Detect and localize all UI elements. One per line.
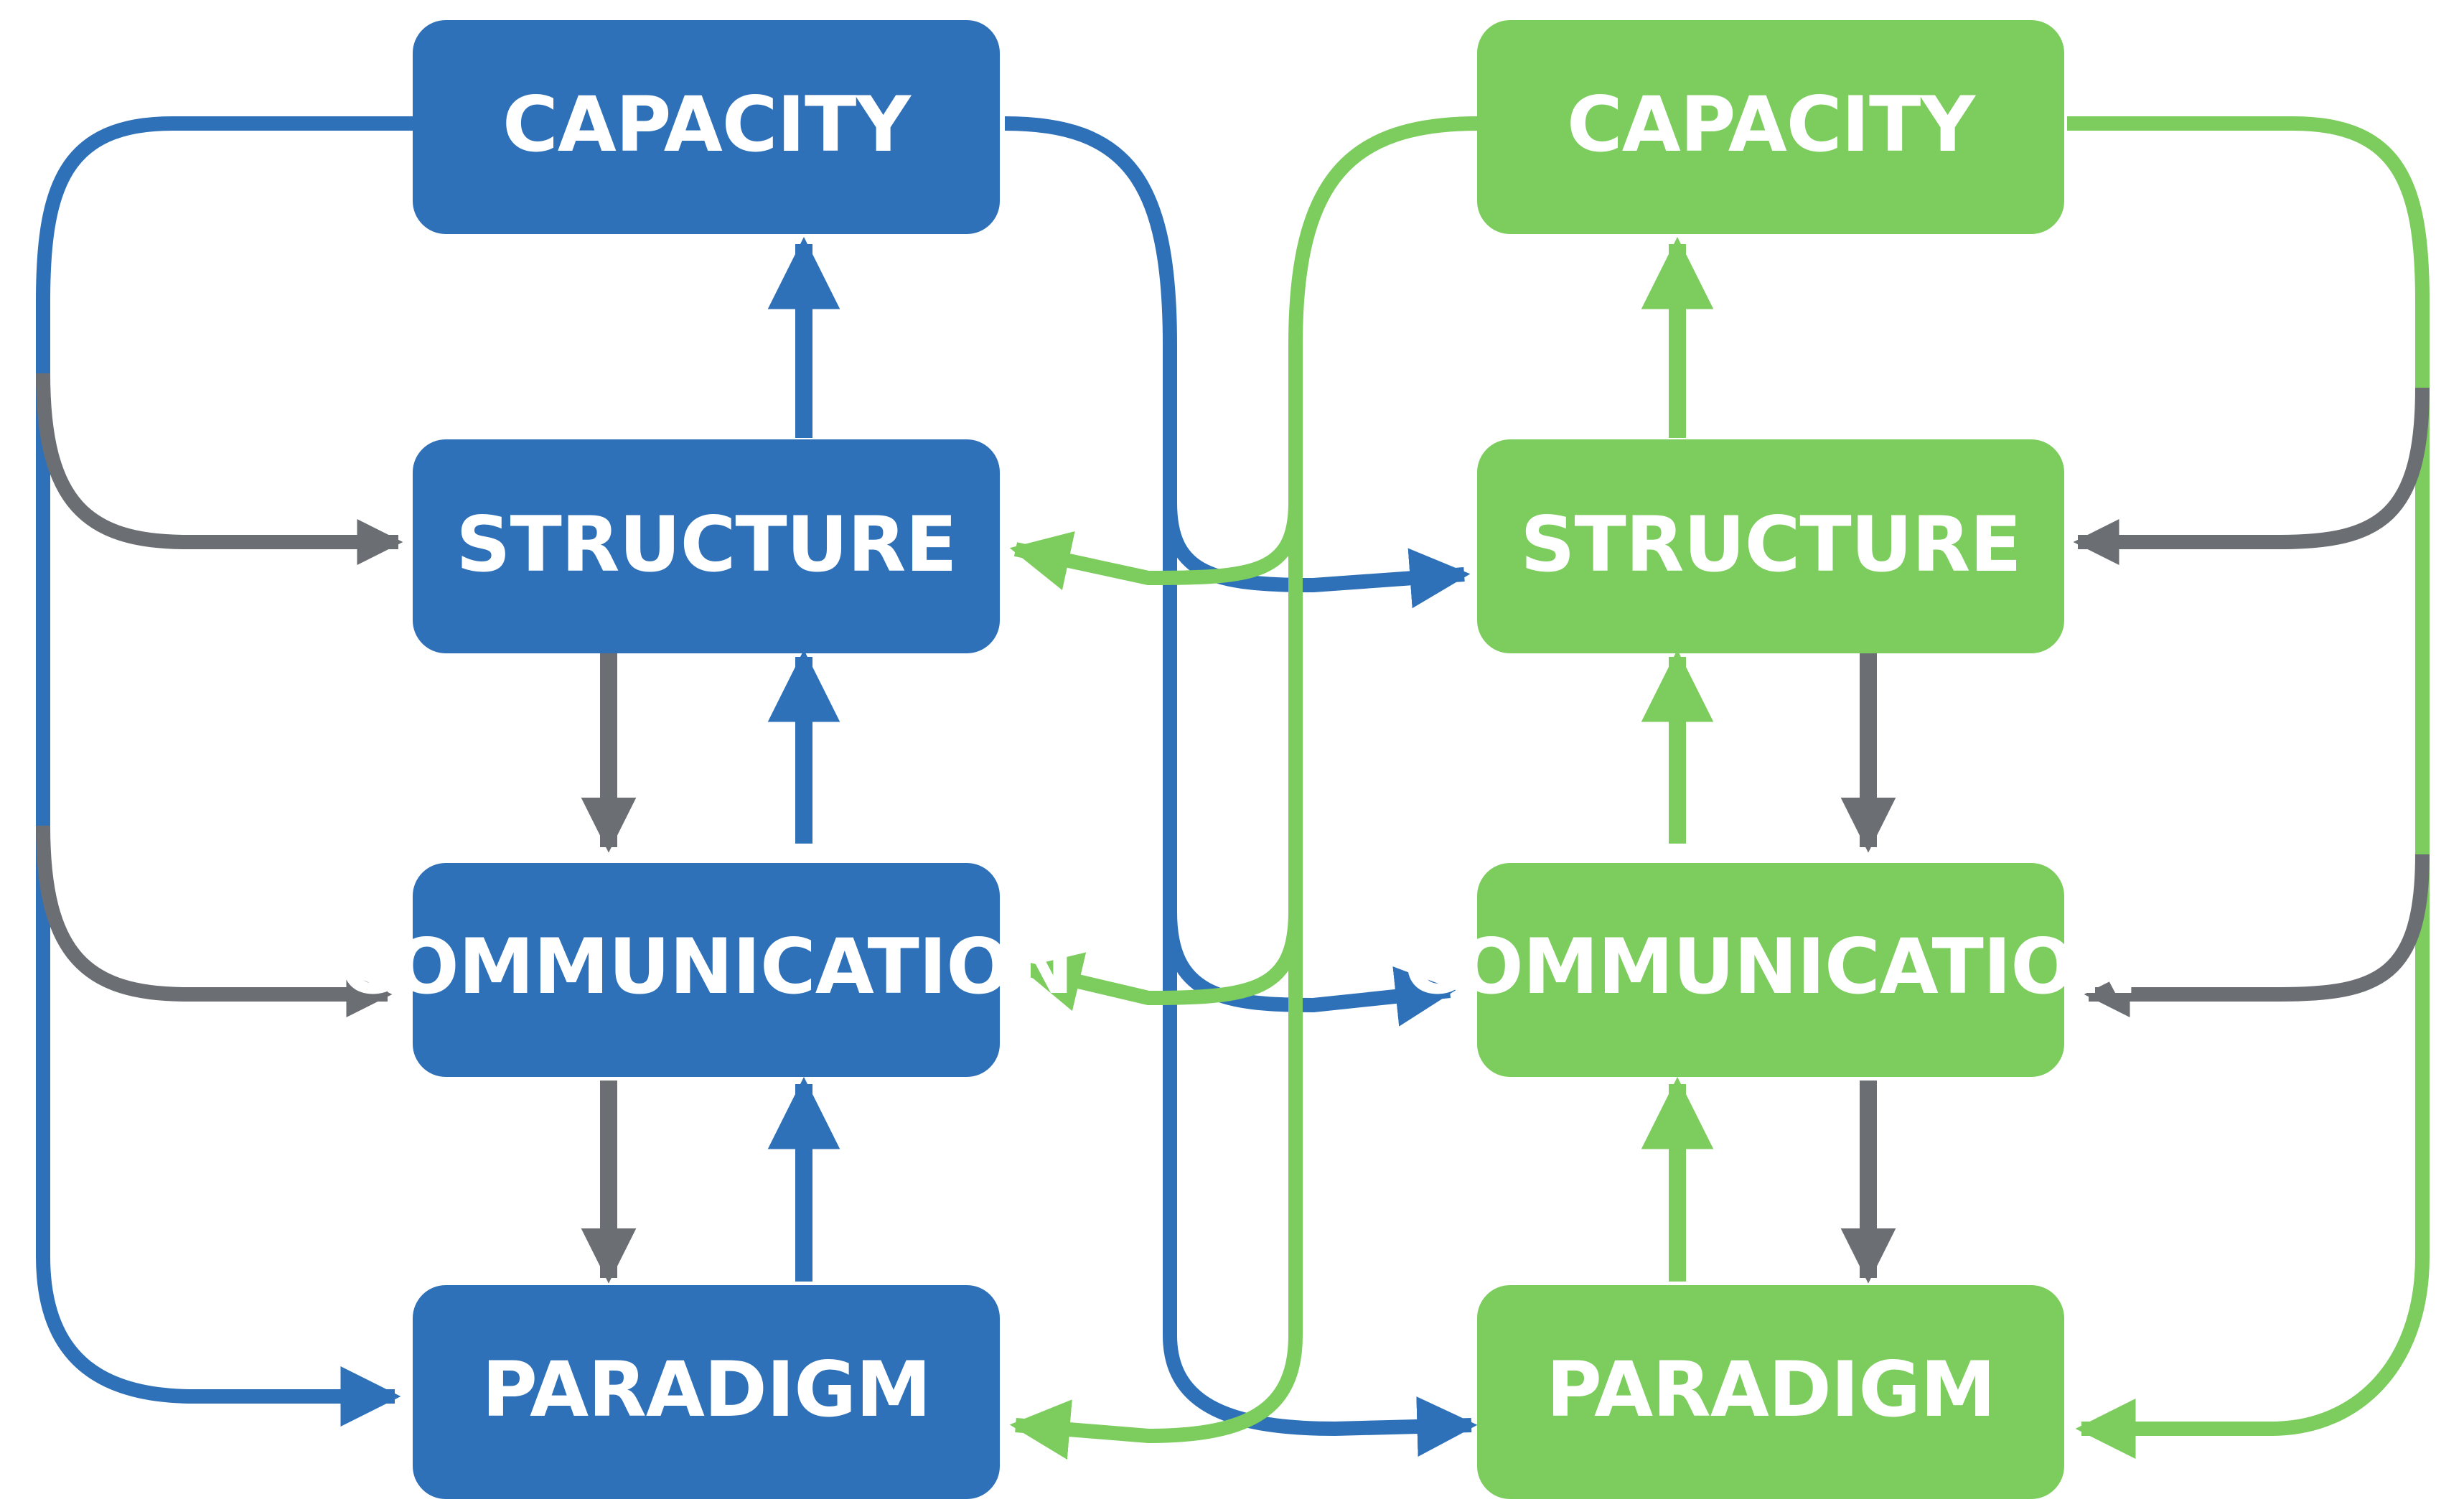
right-capacity-label: CAPACITY — [1567, 80, 1976, 169]
right-paradigm-node: PARADIGM — [1477, 1285, 2064, 1499]
right-paradigm-label: PARADIGM — [1546, 1345, 1995, 1434]
gray-arrow-loop-to-left-structure — [36, 373, 403, 566]
right-communication-label: COMMUNICATION — [1404, 923, 2137, 1011]
gray-arrow-loop-to-right-communication — [2084, 854, 2430, 1018]
right-capacity-node: CAPACITY — [1477, 20, 2064, 234]
green-arrow-to-left-paradigm — [1009, 912, 1303, 1460]
cross-connectors — [1004, 116, 1479, 1460]
right-structure-node: STRUCTURE — [1477, 439, 2064, 653]
left-paradigm-label: PARADIGM — [482, 1345, 931, 1434]
left-outer-loop — [36, 116, 413, 1427]
left-capacity-node: CAPACITY — [413, 20, 1000, 234]
right-outer-loop — [2067, 116, 2430, 1459]
left-paradigm-node: PARADIGM — [413, 1285, 1000, 1499]
left-communication-node: COMMUNICATION — [339, 863, 1074, 1077]
left-structure-label: STRUCTURE — [456, 500, 957, 589]
right-column-arrows — [1641, 236, 1896, 1284]
green-arrow-to-left-structure — [1009, 116, 1479, 591]
blue-arrow-to-right-structure — [1004, 116, 1471, 609]
left-structure-node: STRUCTURE — [413, 439, 1000, 653]
gray-arrow-loop-to-left-communication — [36, 825, 393, 1018]
left-column-arrows — [581, 236, 840, 1284]
right-communication-node: COMMUNICATION — [1404, 863, 2138, 1077]
left-capacity-label: CAPACITY — [502, 80, 912, 169]
blue-loop-capacity-to-paradigm — [36, 116, 413, 1427]
left-communication-label: COMMUNICATION — [339, 923, 1073, 1011]
blue-arrow-to-right-paradigm — [1163, 912, 1478, 1457]
green-loop-capacity-to-paradigm — [2067, 116, 2430, 1459]
gray-arrow-loop-to-right-structure — [2073, 387, 2430, 566]
right-structure-label: STRUCTURE — [1520, 500, 2021, 589]
